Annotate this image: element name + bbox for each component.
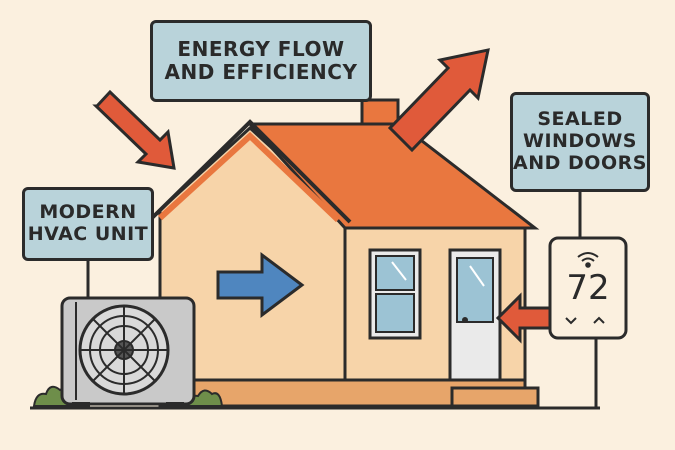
hvac-line-2: HVAC UNIT bbox=[27, 223, 149, 245]
hvac-unit bbox=[60, 296, 196, 408]
hvac-line-1: MODERN bbox=[39, 201, 137, 224]
blue-inflow-arrow-icon bbox=[216, 252, 305, 318]
temp-down-icon bbox=[565, 317, 577, 325]
gable-trim bbox=[157, 131, 341, 223]
thermostat bbox=[548, 236, 628, 340]
window-pane-bottom bbox=[375, 293, 415, 333]
hvac-label: MODERN HVAC UNIT bbox=[22, 187, 154, 261]
gable-edge bbox=[150, 119, 352, 224]
temp-up-icon bbox=[593, 316, 605, 324]
door-glare bbox=[469, 265, 485, 287]
door-glass bbox=[456, 257, 494, 323]
energy-flow-line-1: ENERGY FLOW bbox=[177, 37, 345, 61]
sealed-line-3: AND DOORS bbox=[513, 151, 647, 174]
window-glare bbox=[391, 261, 407, 281]
door-step bbox=[450, 386, 540, 408]
house bbox=[150, 98, 540, 408]
wifi-icon bbox=[577, 252, 599, 268]
energy-flow-label: ENERGY FLOW AND EFFICIENCY bbox=[150, 20, 372, 102]
sealed-windows-label: SEALED WINDOWS AND DOORS bbox=[510, 92, 650, 192]
hvac-foot-left bbox=[72, 402, 90, 408]
hvac-foot-right bbox=[166, 402, 184, 408]
red-arrow-in-icon bbox=[92, 89, 176, 170]
energy-flow-line-2: AND EFFICIENCY bbox=[164, 60, 358, 84]
thermostat-body bbox=[548, 236, 628, 340]
red-arrow-out-icon bbox=[387, 48, 490, 153]
thermostat-temperature: 72 bbox=[566, 268, 610, 308]
door-knob bbox=[462, 317, 468, 323]
sealed-line-1: SEALED bbox=[537, 108, 623, 131]
red-arrow-door-icon bbox=[495, 292, 552, 344]
hvac-fan-spokes bbox=[80, 306, 168, 394]
window-pane-top bbox=[375, 255, 415, 291]
sealed-line-2: WINDOWS bbox=[523, 130, 637, 153]
